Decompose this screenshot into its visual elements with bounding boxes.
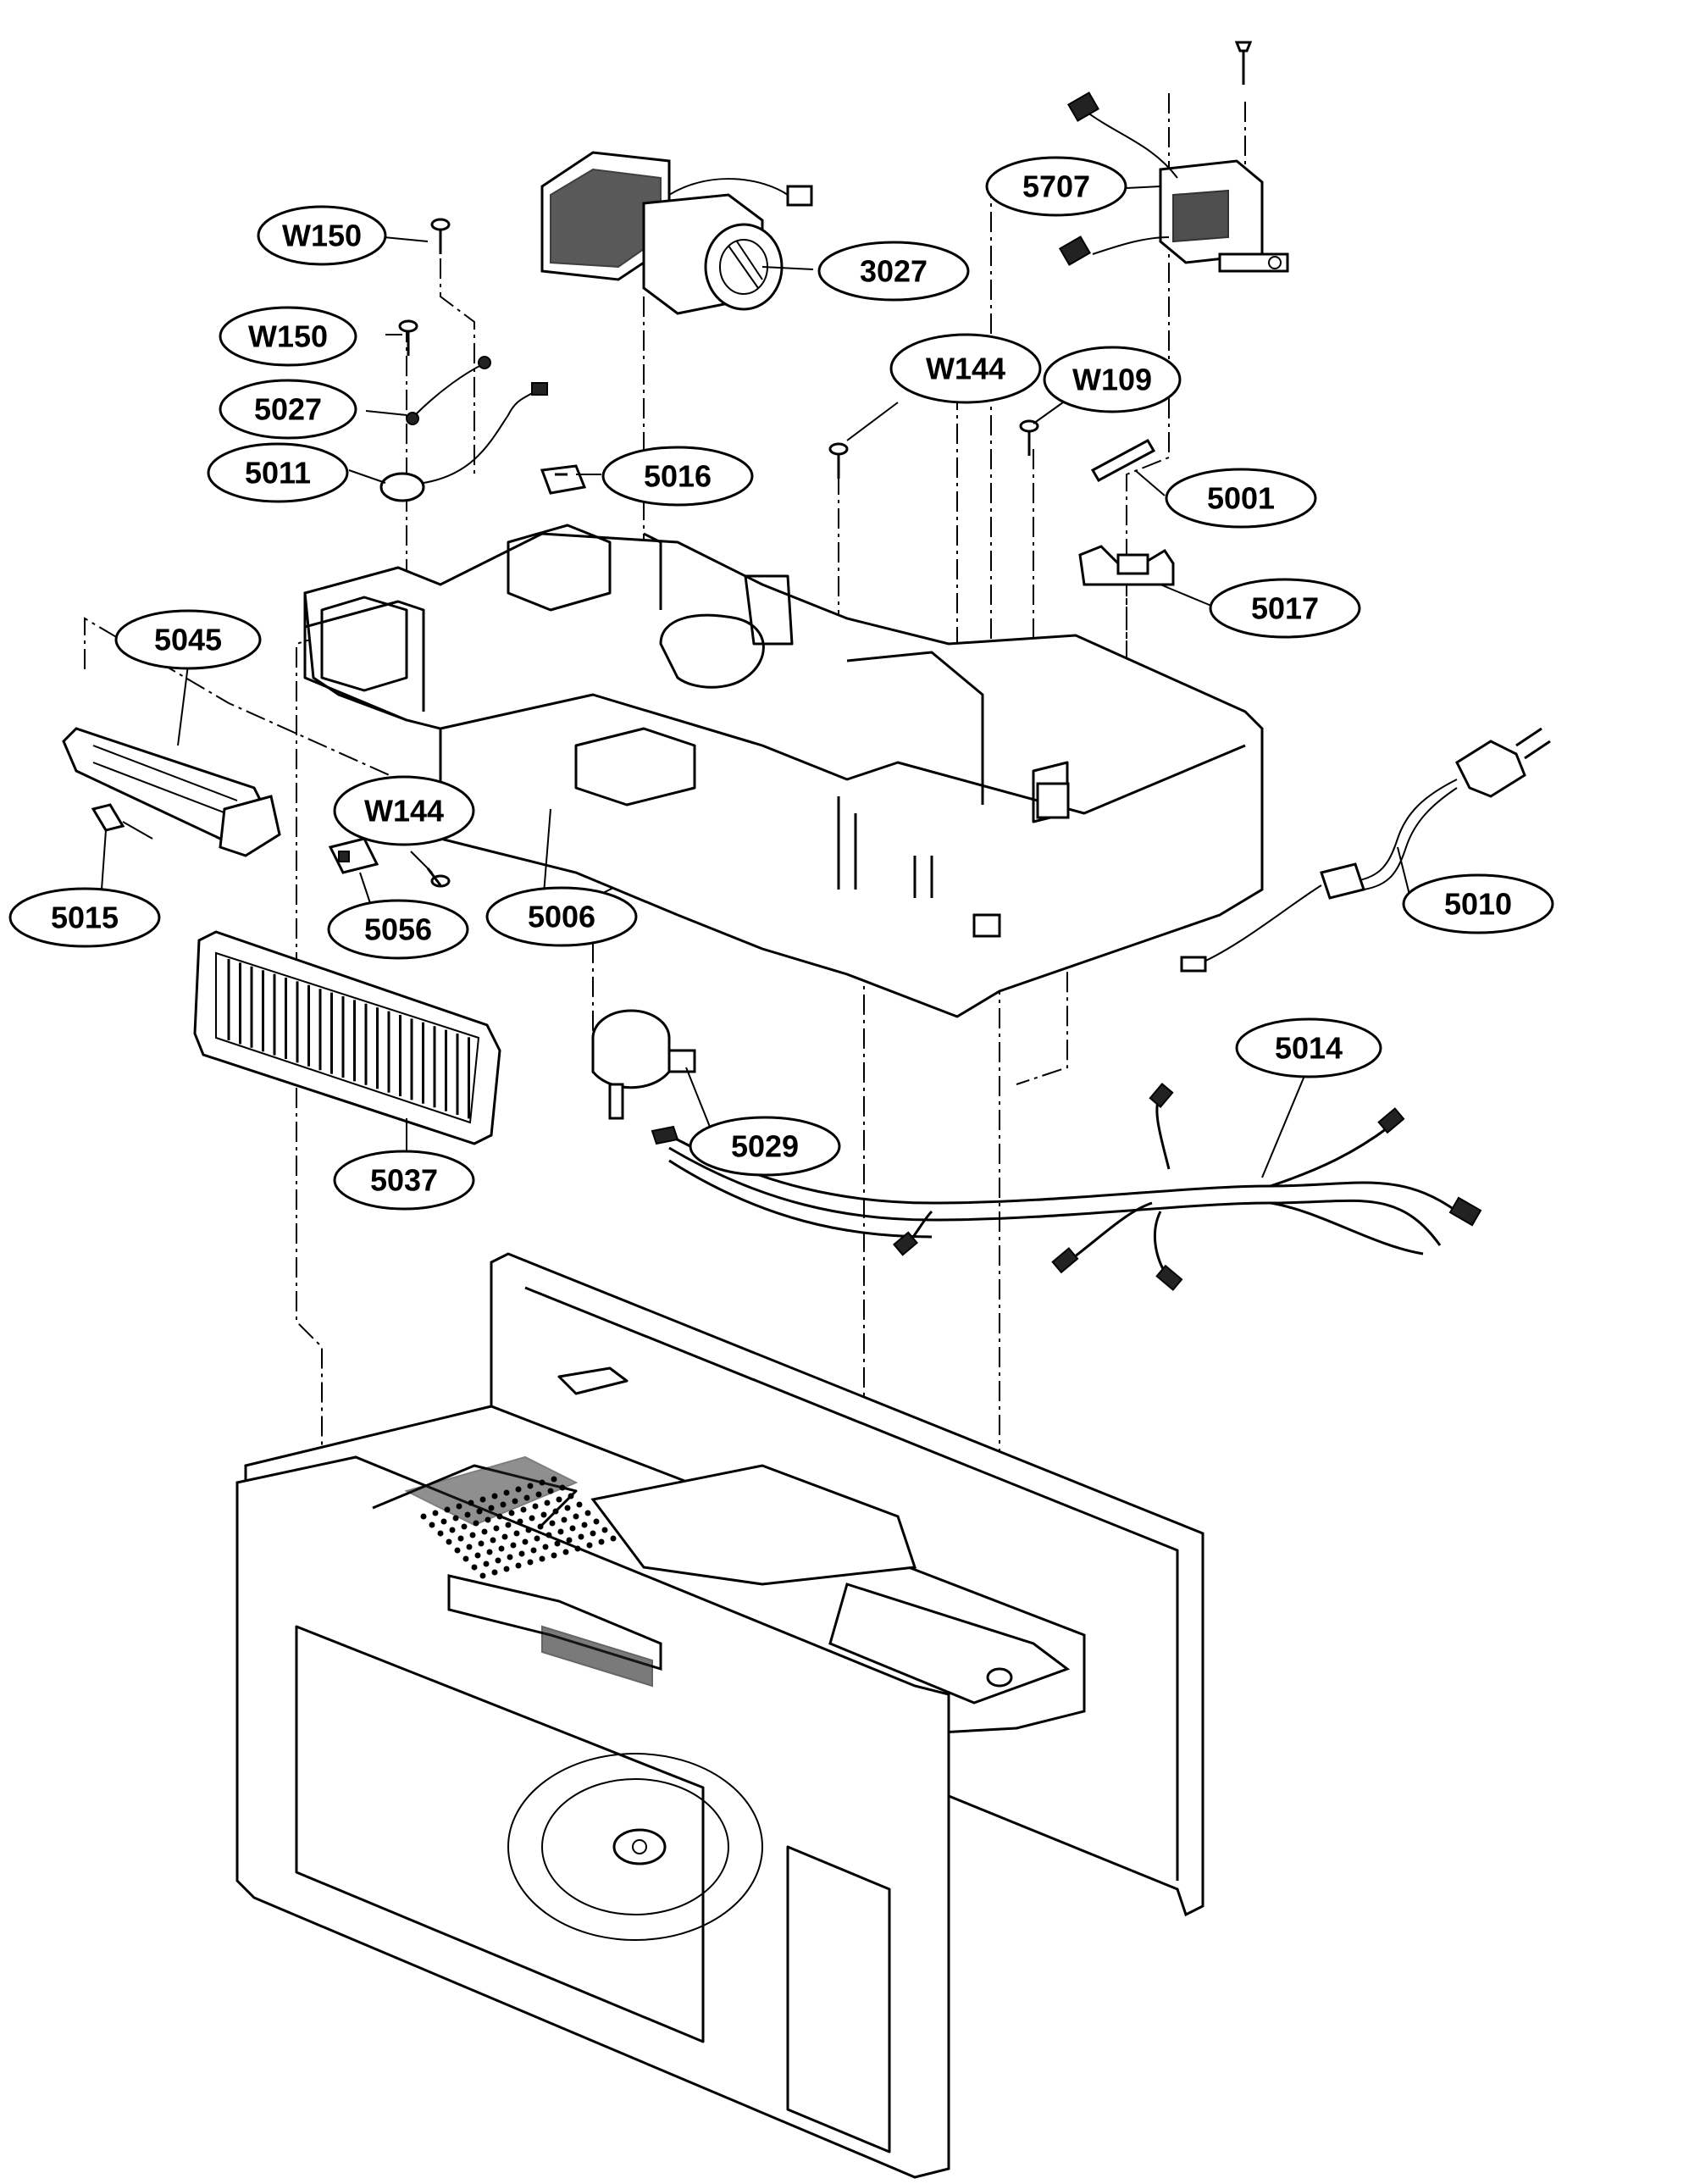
- label-5027-text: 5027: [254, 392, 322, 427]
- label-5037-text: 5037: [370, 1163, 438, 1198]
- screw-w150-second: [398, 319, 418, 356]
- label-5045: 5045: [114, 609, 262, 670]
- screw-w150-top: [430, 218, 451, 254]
- label-5017: 5017: [1209, 578, 1361, 639]
- transformer-5707: [1059, 41, 1289, 273]
- bracket-5017: [1078, 545, 1175, 586]
- part-labels: W150 W150 5027 5011 5016 3027 5707 W144: [8, 156, 1554, 1211]
- label-5014-text: 5014: [1275, 1031, 1343, 1066]
- switch-5056: [328, 837, 379, 874]
- label-w144-upper-text: W144: [926, 352, 1005, 386]
- turntable-motor-5029: [591, 1009, 696, 1120]
- label-5045-text: 5045: [154, 623, 222, 657]
- label-w144-lower-text: W144: [364, 794, 444, 829]
- label-w144-upper: W144: [889, 333, 1042, 404]
- power-cord-5010: [1180, 727, 1551, 973]
- label-w144-lower: W144: [333, 775, 475, 846]
- label-5010: 5010: [1402, 873, 1554, 934]
- label-5006-text: 5006: [528, 900, 595, 934]
- label-w109-text: W109: [1072, 363, 1152, 397]
- label-w109: W109: [1043, 346, 1182, 413]
- blower-motor-3027: [540, 151, 813, 315]
- label-5017-text: 5017: [1251, 591, 1319, 626]
- label-5056-text: 5056: [364, 912, 432, 947]
- label-w150-top-text: W150: [282, 219, 362, 253]
- label-5016: 5016: [601, 446, 754, 507]
- label-5029-text: 5029: [731, 1129, 799, 1164]
- label-5016-text: 5016: [644, 459, 712, 494]
- label-5029: 5029: [689, 1116, 841, 1177]
- label-w150-second-text: W150: [248, 319, 328, 354]
- screw-w144-upper: [828, 442, 849, 479]
- label-5011: 5011: [207, 442, 349, 503]
- label-5001-text: 5001: [1207, 481, 1275, 516]
- wiring-harness-5014: [651, 1083, 1482, 1291]
- label-5707-text: 5707: [1022, 169, 1090, 204]
- label-w150-top: W150: [257, 205, 387, 266]
- label-5037: 5037: [333, 1150, 475, 1211]
- label-5707: 5707: [985, 156, 1127, 217]
- label-5027: 5027: [219, 379, 357, 440]
- label-5056: 5056: [327, 899, 469, 960]
- upper-chassis-5006: [303, 524, 1264, 1018]
- lamp-assembly-5045: [62, 727, 281, 857]
- label-5015: 5015: [8, 887, 161, 948]
- label-5010-text: 5010: [1444, 887, 1512, 922]
- label-3027: 3027: [817, 241, 970, 302]
- screw-w109: [1019, 419, 1039, 456]
- rod-5001: [1090, 438, 1156, 483]
- label-5015-text: 5015: [51, 901, 119, 935]
- leader-lines: [101, 186, 1411, 1178]
- label-5001: 5001: [1165, 468, 1317, 529]
- cavity-vent-holes: [420, 1476, 617, 1579]
- label-5014: 5014: [1235, 1017, 1382, 1078]
- thermal-parts: [379, 356, 587, 502]
- screw-w144-lower: [426, 868, 451, 888]
- label-w150-second: W150: [219, 306, 357, 367]
- grille-slats: [227, 959, 470, 1119]
- label-5011-text: 5011: [245, 456, 311, 491]
- lamp-socket-5015: [91, 803, 153, 840]
- label-5006: 5006: [485, 886, 638, 947]
- label-3027-text: 3027: [860, 254, 928, 289]
- oven-cavity: [235, 1252, 1204, 2179]
